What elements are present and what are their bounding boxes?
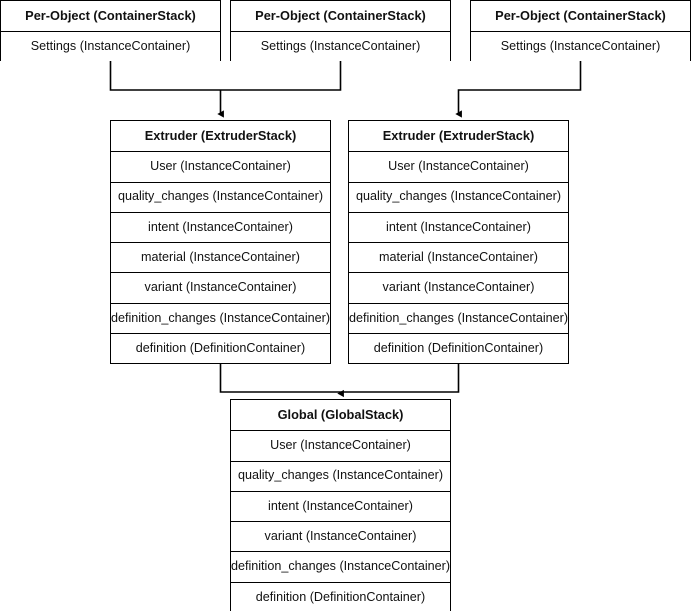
node-row[interactable]: definition_changes (InstanceContainer) [231, 551, 450, 582]
node-row[interactable]: material (InstanceContainer) [349, 242, 568, 273]
node-header-per-object-1: Per-Object (ContainerStack) [1, 1, 220, 31]
node-row[interactable]: quality_changes (InstanceContainer) [231, 460, 450, 491]
node-header-extruder-1: Extruder (ExtruderStack) [111, 121, 330, 152]
node-per-object-2[interactable]: Per-Object (ContainerStack)Settings (Ins… [230, 0, 451, 61]
node-per-object-1[interactable]: Per-Object (ContainerStack)Settings (Ins… [0, 0, 221, 61]
node-row[interactable]: quality_changes (InstanceContainer) [111, 181, 330, 212]
node-row[interactable]: intent (InstanceContainer) [349, 211, 568, 243]
node-row[interactable]: variant (InstanceContainer) [231, 521, 450, 552]
node-row[interactable]: intent (InstanceContainer) [111, 211, 330, 243]
node-row[interactable]: User (InstanceContainer) [111, 151, 330, 182]
node-row[interactable]: definition (DefinitionContainer) [231, 581, 450, 611]
node-row[interactable]: variant (InstanceContainer) [349, 272, 568, 303]
node-row[interactable]: variant (InstanceContainer) [111, 272, 330, 303]
node-row[interactable]: material (InstanceContainer) [111, 242, 330, 273]
node-row[interactable]: definition (DefinitionContainer) [349, 333, 568, 364]
node-global-stack[interactable]: Global (GlobalStack)User (InstanceContai… [230, 399, 451, 611]
node-header-extruder-2: Extruder (ExtruderStack) [349, 121, 568, 152]
edge-per-object-3-to-extruder-2 [455, 61, 582, 118]
node-row[interactable]: intent (InstanceContainer) [231, 490, 450, 522]
node-header-per-object-3: Per-Object (ContainerStack) [471, 1, 690, 31]
node-header-global-stack: Global (GlobalStack) [231, 400, 450, 431]
node-extruder-2[interactable]: Extruder (ExtruderStack)User (InstanceCo… [348, 120, 569, 364]
node-row[interactable]: quality_changes (InstanceContainer) [349, 181, 568, 212]
edge-per-object-2-to-extruder-1 [220, 61, 342, 91]
node-per-object-3[interactable]: Per-Object (ContainerStack)Settings (Ins… [470, 0, 691, 61]
node-row[interactable]: User (InstanceContainer) [349, 151, 568, 182]
edge-per-object-1-to-extruder-1 [109, 61, 221, 91]
node-row[interactable]: definition_changes (InstanceContainer) [111, 302, 330, 334]
node-header-per-object-2: Per-Object (ContainerStack) [231, 1, 450, 31]
node-row[interactable]: Settings (InstanceContainer) [1, 31, 220, 61]
node-row[interactable]: definition_changes (InstanceContainer) [349, 302, 568, 334]
node-row[interactable]: Settings (InstanceContainer) [471, 31, 690, 61]
edge-extruder-1-to-global [219, 364, 341, 393]
node-row[interactable]: User (InstanceContainer) [231, 430, 450, 461]
edge-extruder-2-to-global [340, 364, 460, 393]
node-extruder-1[interactable]: Extruder (ExtruderStack)User (InstanceCo… [110, 120, 331, 364]
node-row[interactable]: definition (DefinitionContainer) [111, 333, 330, 364]
node-row[interactable]: Settings (InstanceContainer) [231, 31, 450, 61]
